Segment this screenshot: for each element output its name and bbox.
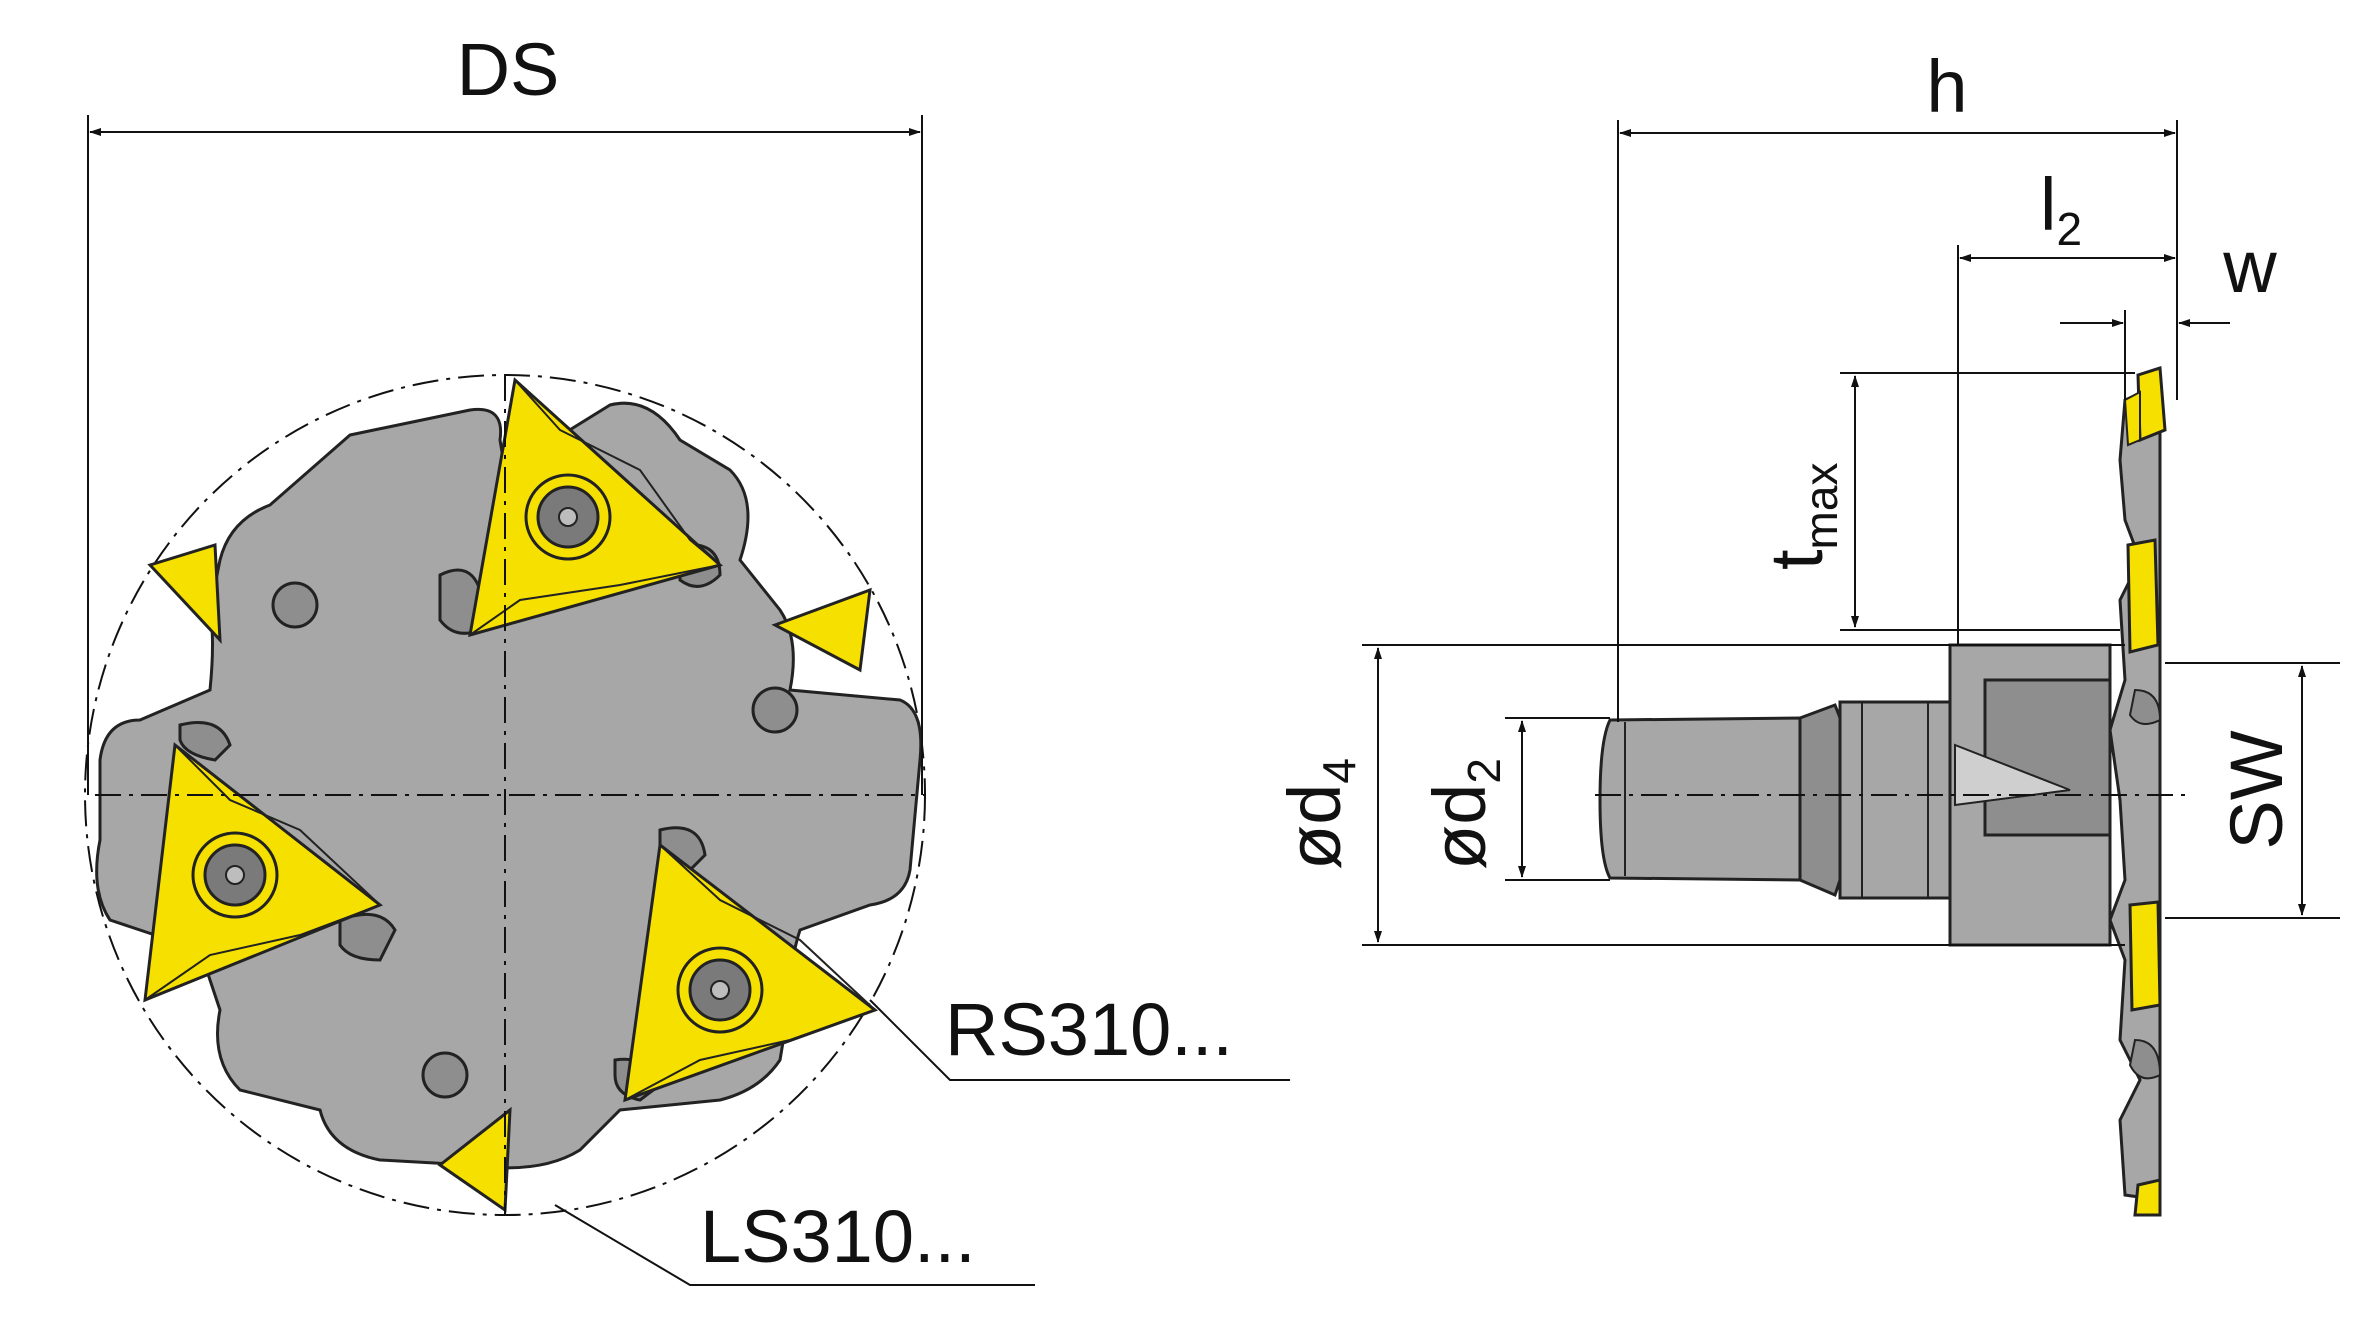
insert-top: [468, 377, 724, 638]
ls-label: LS310...: [700, 1195, 976, 1278]
tmax-label: tmax: [1755, 463, 1847, 570]
side-insert: [2136, 365, 2167, 443]
front-view: DS RS310... LS310...: [84, 28, 1290, 1286]
l2-label: l2: [2040, 163, 2082, 255]
pocket: [178, 721, 232, 762]
coolant-channel: [1954, 743, 2071, 807]
w-label: w: [2222, 225, 2277, 308]
insert-tip: [437, 1106, 512, 1213]
insert-tip: [771, 587, 872, 673]
pocket: [338, 912, 397, 962]
rs-label: RS310...: [945, 988, 1233, 1071]
side-insert: [2123, 390, 2141, 447]
insert-left: [143, 742, 383, 1003]
d4-label: ød4: [1273, 758, 1365, 870]
shank-threaded-end: [1598, 716, 1802, 882]
d2-label: ød2: [1418, 758, 1510, 870]
side-insert: [2126, 538, 2160, 654]
shank-neck: [1798, 703, 1842, 898]
shank-collar: [1838, 700, 1952, 900]
coolant-hole: [421, 1051, 469, 1099]
disc-gullet: [2128, 1038, 2162, 1080]
side-insert: [2128, 900, 2162, 1012]
sw-label: SW: [2215, 730, 2298, 849]
coolant-hole: [271, 581, 319, 629]
ls-leader: [554, 1204, 1035, 1286]
ds-label: DS: [457, 28, 560, 111]
rs-leader: [869, 999, 1290, 1081]
wrench-flat: [1983, 678, 2112, 837]
disc-gullet: [2128, 688, 2162, 725]
insert-tip: [147, 543, 222, 645]
coolant-hole: [751, 686, 799, 734]
h-label: h: [1926, 45, 1967, 128]
side-insert: [2133, 1178, 2162, 1217]
insert-right: [623, 842, 879, 1103]
side-view: h l2 w tmax ød4 ød2 SW: [1273, 45, 2340, 1217]
